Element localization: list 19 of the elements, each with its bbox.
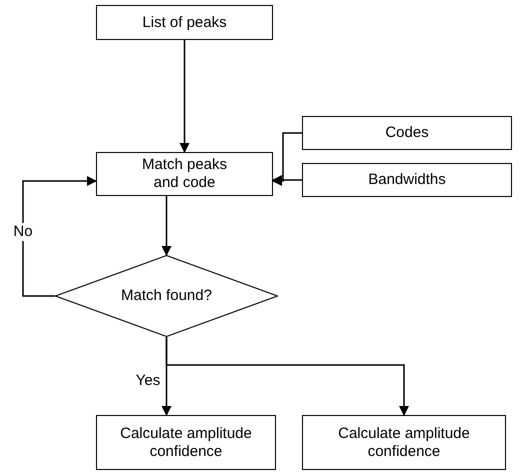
node-text: List of peaks [142,14,227,32]
decision-diamond [55,255,278,337]
process-box [96,152,273,196]
node-text: Calculate amplitude confidence [337,424,471,460]
node-text: Match peaks and code [140,156,228,192]
node-text: Calculate amplitude confidence [119,424,253,460]
process-box [302,163,512,197]
arrow [180,40,190,153]
process-box [302,415,506,470]
arrow [22,176,97,297]
process-box [96,5,273,40]
process-box [302,116,512,150]
arrow [166,337,409,416]
node-text: Codes [385,124,429,142]
arrow [272,132,302,186]
arrow [162,196,172,256]
node-text: Bandwidths [368,171,446,189]
process-box [96,415,276,470]
node-text: Match found? [121,287,212,305]
